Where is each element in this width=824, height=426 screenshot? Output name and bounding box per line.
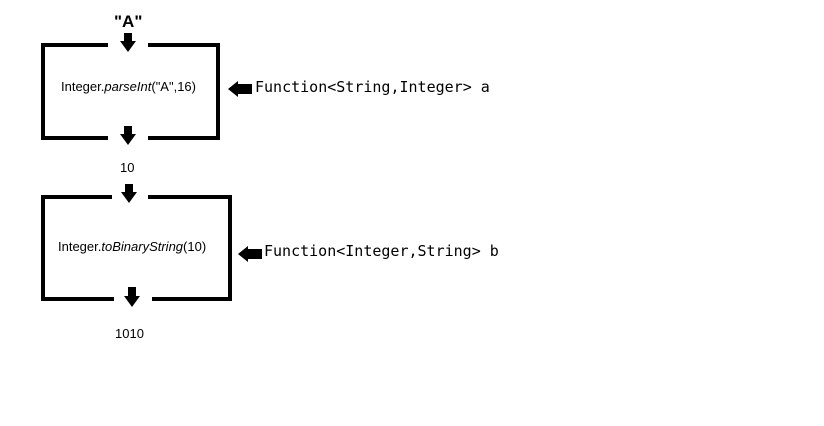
box-b-expression: Integer.toBinaryString(10): [58, 239, 206, 254]
left-arrow-icon: [238, 246, 262, 262]
function-type-a: Function<String,Integer> a: [255, 78, 490, 96]
box-a-args: ("A",16): [151, 79, 196, 94]
box-b-class: Integer.: [58, 239, 102, 254]
box-a-class: Integer.: [61, 79, 105, 94]
box-b-args: (10): [183, 239, 207, 254]
down-arrow-icon: [120, 33, 136, 52]
function-type-b: Function<Integer,String> b: [264, 242, 499, 260]
box-a-method: parseInt: [104, 79, 152, 94]
down-arrow-icon: [121, 184, 137, 203]
box-b-method: toBinaryString: [101, 239, 184, 254]
down-arrow-icon: [120, 126, 136, 145]
box-b-output: 1010: [115, 326, 144, 341]
box-a-output: 10: [120, 160, 135, 175]
left-arrow-icon: [228, 81, 252, 97]
down-arrow-icon: [124, 287, 140, 307]
box-a-expression: Integer.parseInt("A",16): [61, 79, 196, 94]
input-value: "A": [114, 12, 143, 31]
